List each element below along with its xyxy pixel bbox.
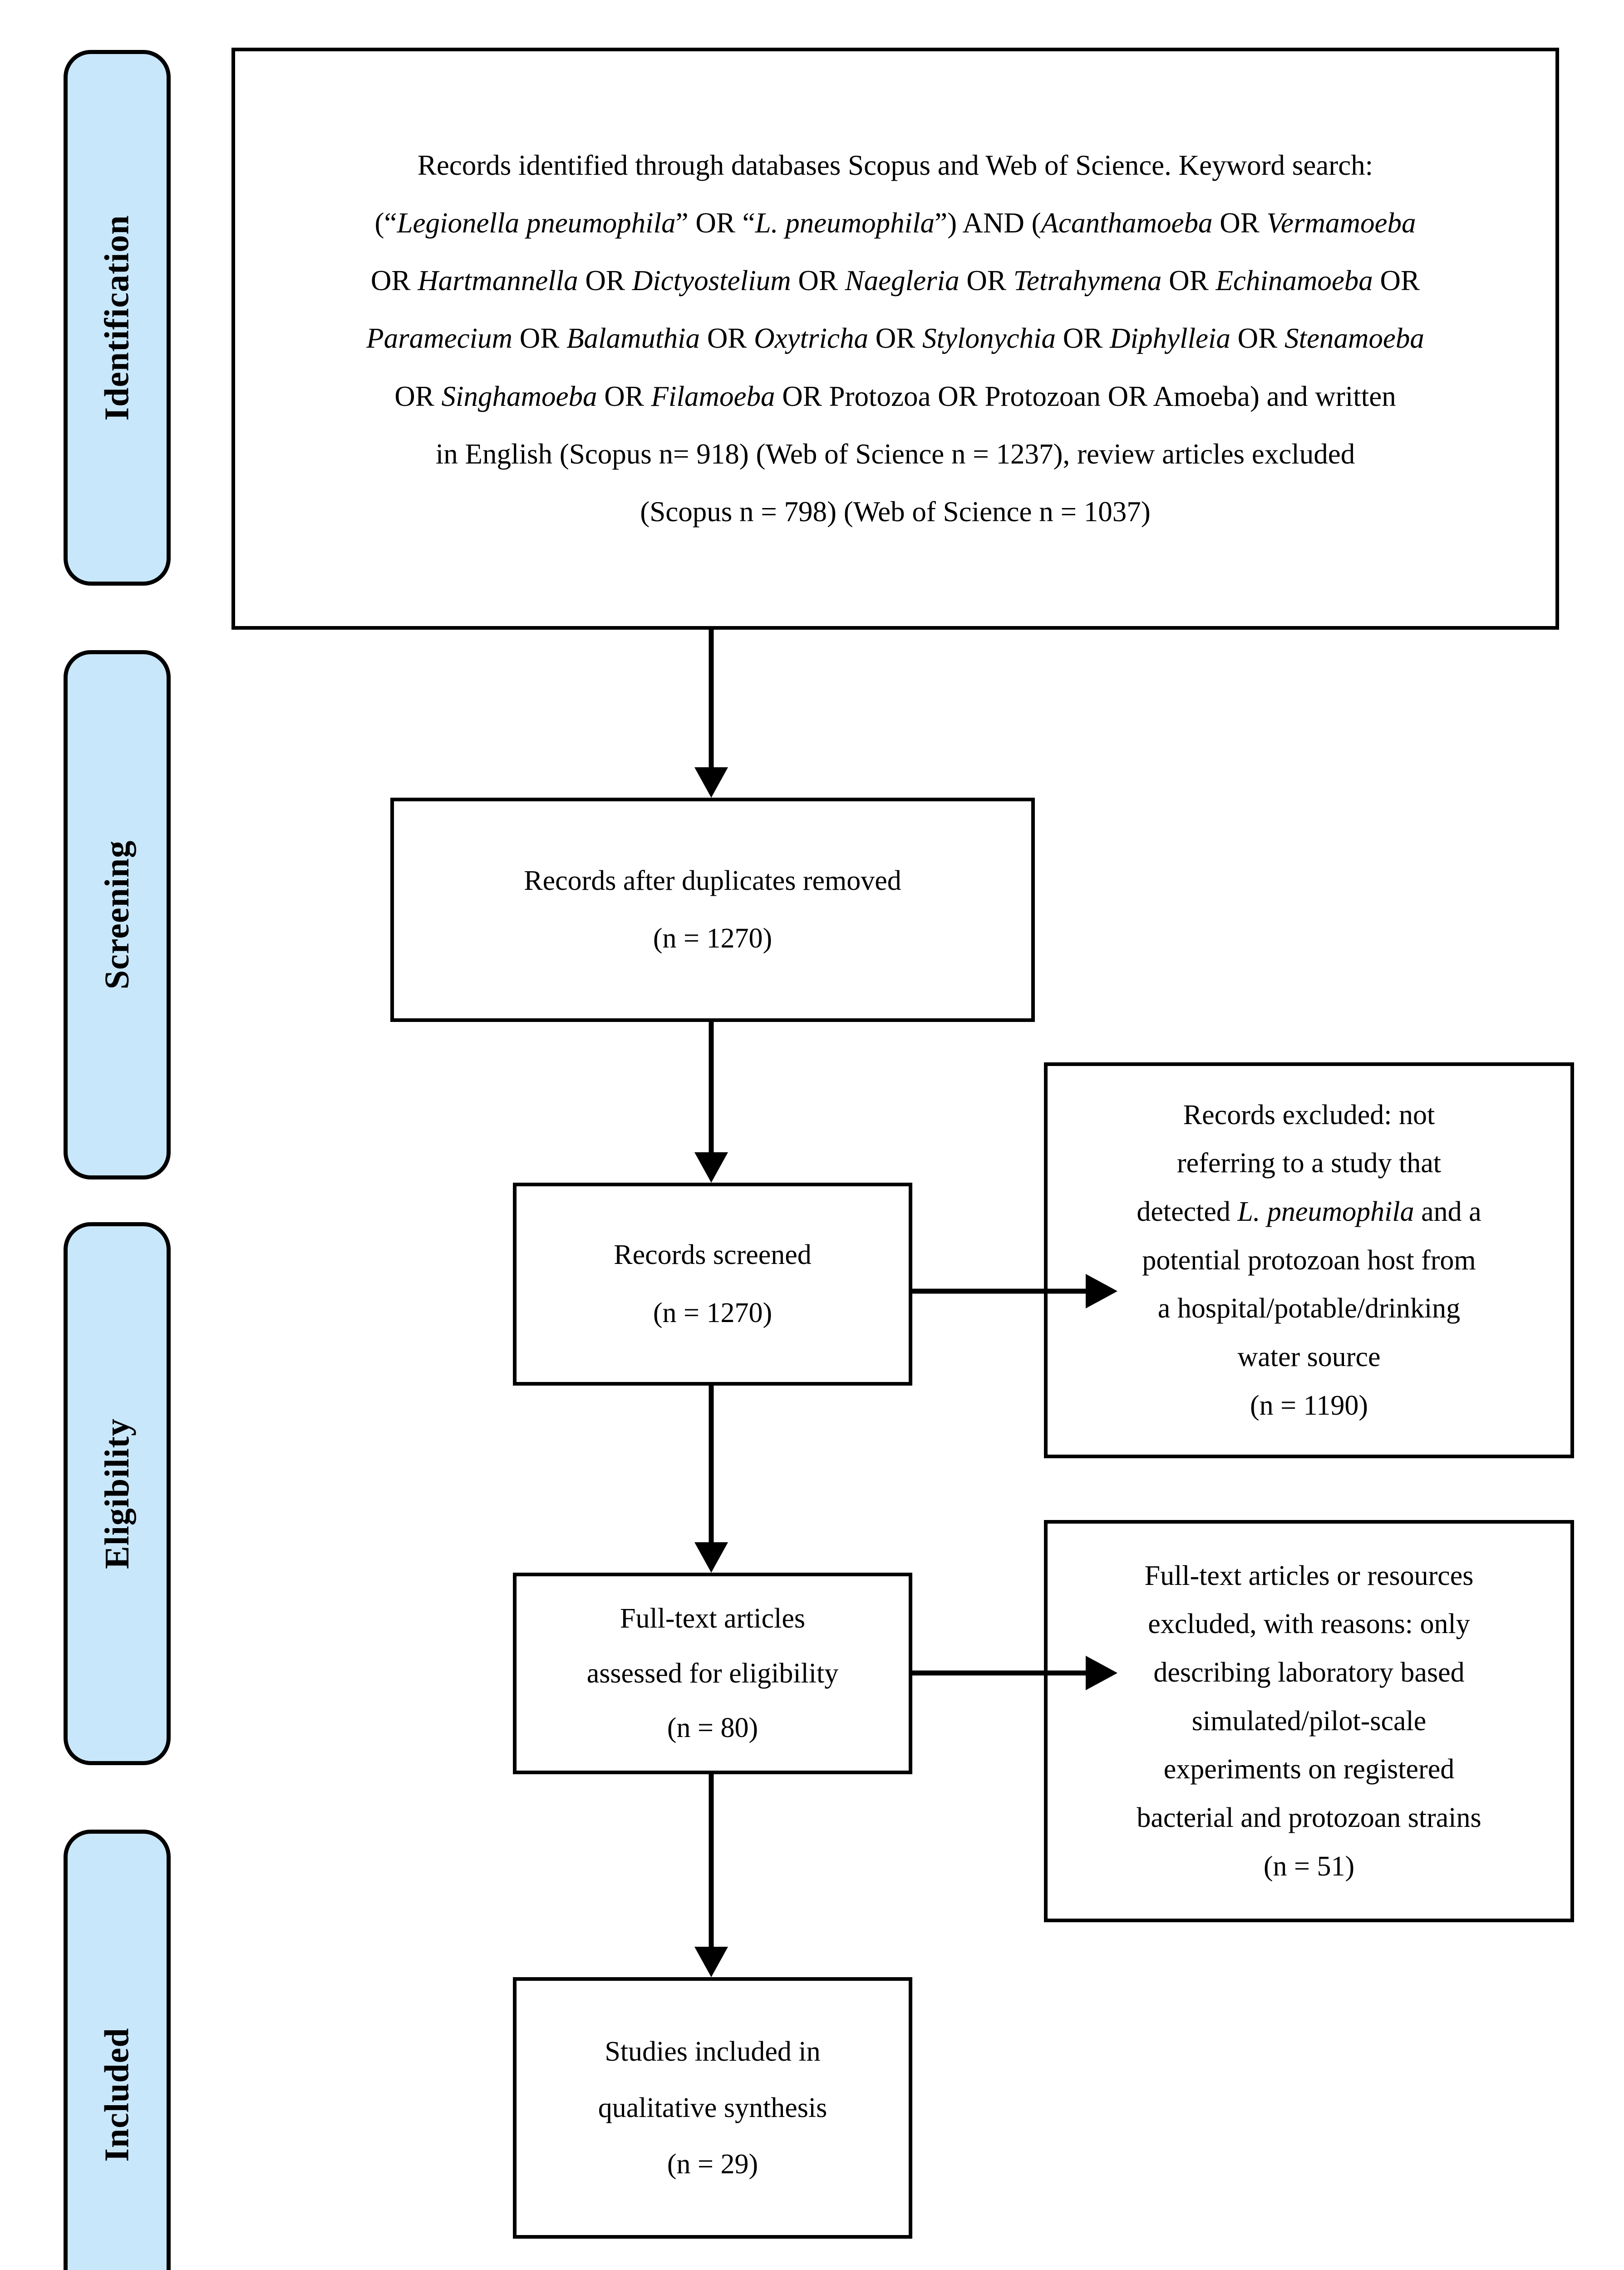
fulltext-excluded-line-3: describing laboratory based xyxy=(1153,1657,1465,1688)
records-identified-line-2: (“Legionella pneumophila” OR “L. pneumop… xyxy=(374,207,1416,239)
stage-pill-screening: Screening xyxy=(64,650,171,1179)
records-identified-line-5: OR Singhamoeba OR Filamoeba OR Protozoa … xyxy=(394,380,1396,412)
fulltext-excluded-line-6: bacterial and protozoan strains xyxy=(1137,1802,1481,1833)
stage-label-eligibility: Eligibility xyxy=(98,1418,136,1569)
connector-fulltext-to-included xyxy=(694,1774,728,1977)
fulltext-excluded-line-1: Full-text articles or resources xyxy=(1144,1560,1474,1591)
records-identified-line-7: (Scopus n = 798) (Web of Science n = 103… xyxy=(640,496,1151,528)
records-excluded-line-1: Records excluded: not xyxy=(1183,1099,1435,1130)
fulltext-assessed-line-2: assessed for eligibility xyxy=(586,1658,839,1689)
fulltext-excluded-line-4: simulated/pilot-scale xyxy=(1191,1705,1427,1737)
stage-pill-identification: Identification xyxy=(64,50,171,586)
box-studies-included: Studies included in qualitative synthesi… xyxy=(513,1977,912,2239)
records-identified-line-1: Records identified through databases Sco… xyxy=(417,149,1373,181)
records-screened-label: Records screened xyxy=(614,1239,812,1271)
fulltext-excluded-line-5: experiments on registered xyxy=(1163,1754,1455,1785)
connector-identification-to-duplicates xyxy=(694,630,728,798)
stage-label-identification: Identification xyxy=(98,215,136,421)
box-records-screened: Records screened (n = 1270) xyxy=(513,1183,912,1386)
fulltext-assessed-count: (n = 80) xyxy=(667,1712,758,1744)
box-records-excluded: Records excluded: not referring to a stu… xyxy=(1044,1062,1574,1458)
studies-included-line-2: qualitative synthesis xyxy=(598,2092,827,2123)
records-identified-line-6: in English (Scopus n= 918) (Web of Scien… xyxy=(435,438,1355,470)
connector-screened-to-fulltext xyxy=(694,1386,728,1573)
box-records-identified: Records identified through databases Sco… xyxy=(231,48,1559,630)
fulltext-assessed-line-1: Full-text articles xyxy=(620,1603,806,1634)
box-records-after-duplicates-removed: Records after duplicates removed (n = 12… xyxy=(390,798,1035,1022)
fulltext-excluded-line-2: excluded, with reasons: only xyxy=(1148,1609,1470,1640)
records-excluded-line-6: water source xyxy=(1237,1341,1381,1372)
records-excluded-line-3: detected L. pneumophila and a xyxy=(1137,1196,1481,1228)
records-screened-count: (n = 1270) xyxy=(653,1297,773,1328)
stage-label-screening: Screening xyxy=(98,840,137,990)
duplicates-removed-count: (n = 1270) xyxy=(653,923,773,954)
records-excluded-line-4: potential protozoan host from xyxy=(1142,1244,1476,1276)
duplicates-removed-label: Records after duplicates removed xyxy=(524,865,901,896)
stage-label-included: Included xyxy=(98,2028,137,2162)
records-identified-line-3: OR Hartmannella OR Dictyostelium OR Naeg… xyxy=(370,265,1420,297)
box-full-text-articles-assessed: Full-text articles assessed for eligibil… xyxy=(513,1573,912,1774)
records-excluded-line-5: a hospital/potable/drinking xyxy=(1157,1293,1461,1324)
studies-included-line-1: Studies included in xyxy=(605,2036,821,2067)
records-excluded-count: (n = 1190) xyxy=(1250,1390,1368,1421)
stage-pill-eligibility: Eligibility xyxy=(64,1222,171,1765)
connector-duplicates-to-screened xyxy=(694,1022,728,1183)
records-excluded-line-2: referring to a study that xyxy=(1177,1148,1441,1179)
box-full-text-articles-excluded: Full-text articles or resources excluded… xyxy=(1044,1520,1574,1922)
studies-included-count: (n = 29) xyxy=(667,2149,758,2180)
stage-pill-included: Included xyxy=(64,1830,171,2270)
records-identified-line-4: Paramecium OR Balamuthia OR Oxytricha OR… xyxy=(366,322,1424,355)
fulltext-excluded-count: (n = 51) xyxy=(1263,1851,1355,1882)
